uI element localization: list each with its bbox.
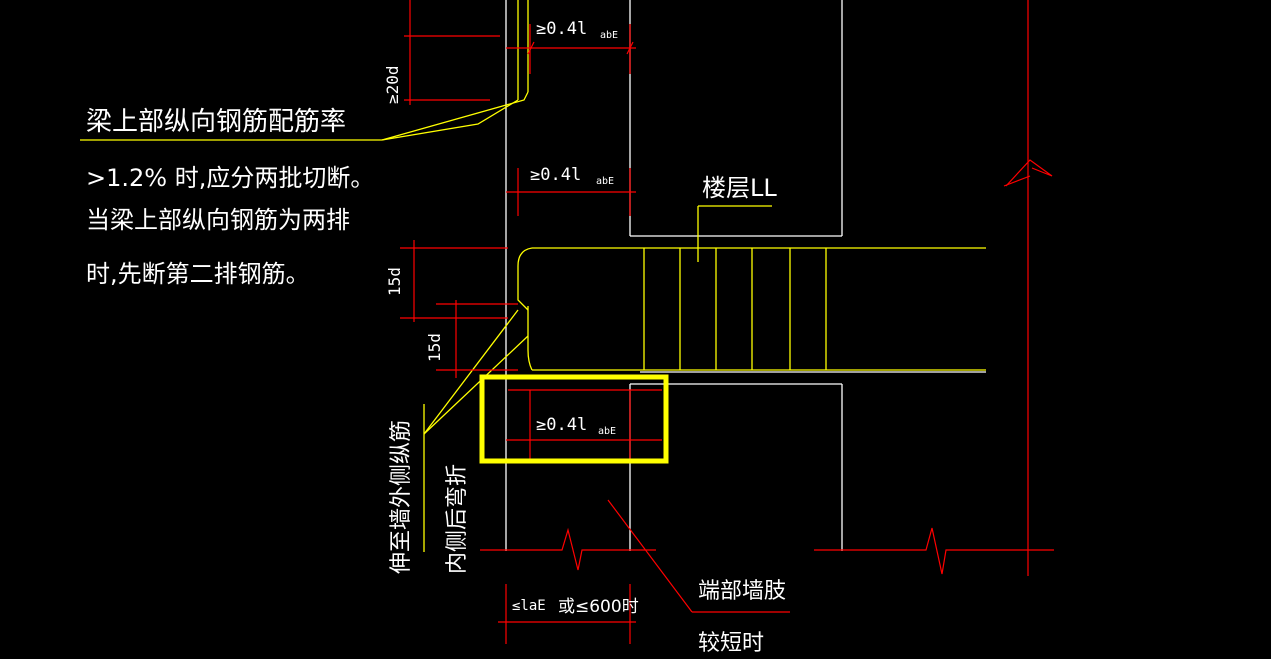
dim-15d-lower: 15d xyxy=(425,333,444,362)
end-wall-label-1: 端部墙肢 xyxy=(698,579,786,604)
wall-structure-lines xyxy=(505,0,986,551)
dim-anchor-mid-sub: abE xyxy=(596,176,614,187)
dim-anchor-low: ≥0.4l xyxy=(536,415,587,435)
dim-anchor-mid: ≥0.4l xyxy=(530,165,581,185)
dim-bottom-span-b: 或≤600时 xyxy=(558,597,639,617)
note-line-3: 时,先断第二排钢筋。 xyxy=(86,260,310,288)
note-line-2: 当梁上部纵向钢筋为两排 xyxy=(86,206,350,234)
dim-anchor-top-sub: abE xyxy=(600,30,618,41)
note-line-1: >1.2% 时,应分两批切断。 xyxy=(86,164,374,192)
dim-anchor-top: ≥0.4l xyxy=(536,19,587,39)
dim-bottom-span-a: ≤laE xyxy=(512,598,546,614)
dim-15d-upper: 15d xyxy=(385,267,404,296)
dimension-lines xyxy=(400,0,1054,644)
beam-rebar-lines xyxy=(80,0,986,552)
dim-anchor-low-sub: abE xyxy=(598,426,616,437)
vertical-label-2: 内侧后弯折 xyxy=(445,464,470,574)
end-wall-label-2: 较短时 xyxy=(698,631,764,656)
beam-label: 楼层LL xyxy=(702,174,777,202)
dim-20d: ≥20d xyxy=(383,65,402,104)
vertical-label-1: 伸至墙外侧纵筋 xyxy=(389,420,414,574)
highlight-box[interactable] xyxy=(479,374,669,464)
note-title: 梁上部纵向钢筋配筋率 xyxy=(86,107,346,137)
